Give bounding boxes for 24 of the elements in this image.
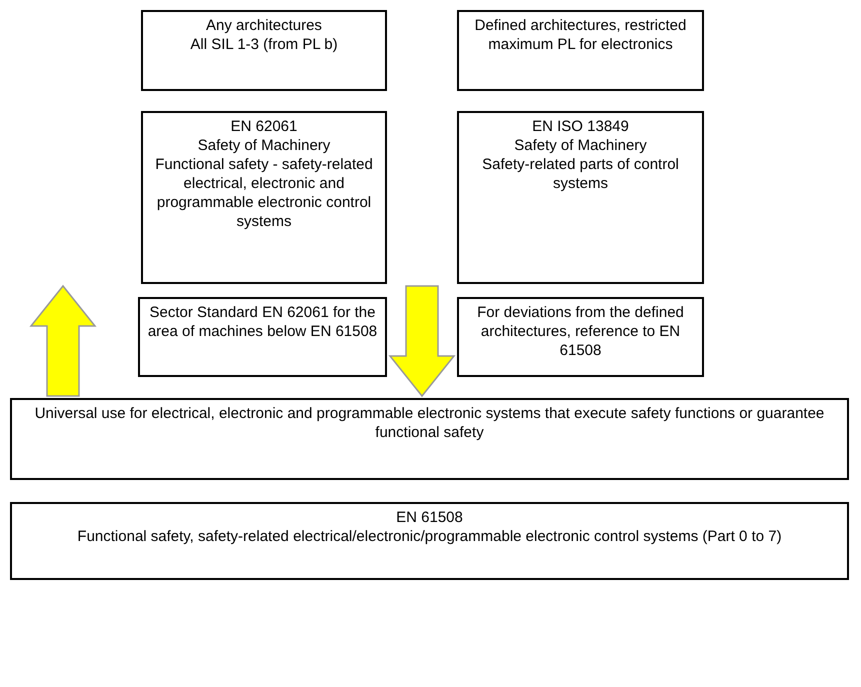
requirement-box	[457, 10, 704, 91]
box-text: Functional safety, safety-related electrical/electronic/programmable electronic control systems (Part 0 to 7)	[77, 527, 782, 546]
note-box	[457, 297, 704, 377]
scope-box	[10, 398, 849, 480]
box-text: Defined architectures, restricted maximum PL for electronics	[474, 16, 688, 54]
box-text: Safety of Machinery	[198, 136, 330, 155]
note-box	[138, 297, 387, 377]
block-arrow	[388, 285, 456, 398]
requirement-box	[141, 10, 387, 91]
box-text: EN 62061	[230, 117, 298, 136]
standard-box	[457, 111, 704, 284]
block-arrow	[29, 284, 97, 397]
box-text: All SIL 1-3 (from PL b)	[190, 35, 338, 54]
box-text: Safety of Machinery	[514, 136, 647, 155]
box-text: Functional safety - safety-related electrical, electronic and programmable electronic control systems	[154, 155, 374, 231]
box-text: For deviations from the defined architectures, reference to EN 61508	[476, 303, 685, 360]
box-text: Sector Standard EN 62061 for the area of machines below EN 61508	[146, 303, 378, 341]
box-text: Universal use for electrical, electronic and programmable electronic systems that execute safety functions or guarantee functional safety	[34, 404, 826, 442]
box-text: EN 61508	[396, 508, 463, 527]
standard-box	[141, 111, 387, 284]
box-text: Safety-related parts of control systems	[481, 155, 680, 193]
box-text: Any architectures	[206, 16, 322, 35]
standard-box	[10, 502, 849, 580]
box-text: EN ISO 13849	[532, 117, 629, 136]
